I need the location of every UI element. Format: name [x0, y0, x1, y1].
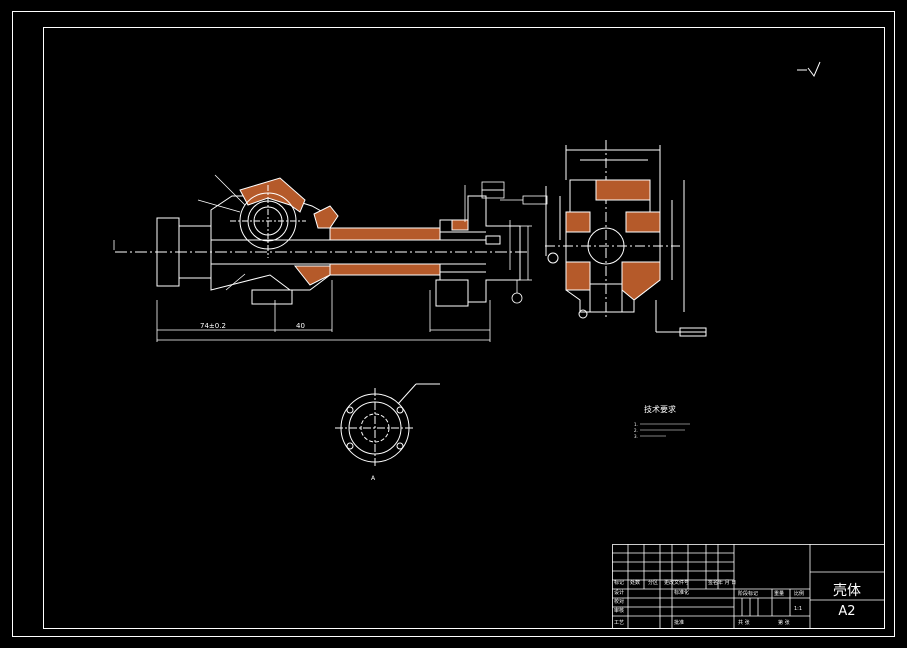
title-block: [612, 544, 885, 629]
tb-scale-value: 1:1: [794, 606, 802, 612]
tech-req-item-2: 2.: [634, 428, 638, 433]
dim-middle: 40: [296, 322, 305, 330]
tb-label-date: 年 月 日: [718, 579, 736, 586]
tb-weight-label: 重量: [774, 590, 784, 597]
main-view: [115, 177, 530, 307]
tb-row-check: 校对: [614, 598, 624, 605]
inner-border: [43, 27, 885, 629]
section-label: A: [371, 475, 376, 482]
part-title: 壳体: [833, 583, 861, 599]
tech-req-item-1: 1.: [634, 422, 638, 427]
tb-std-label: 标准化: [674, 589, 689, 596]
tb-label-count: 处数: [630, 579, 640, 586]
tb-scale-label: 比例: [794, 590, 804, 597]
tb-sheets-total: 共 张: [738, 619, 750, 626]
dim-overall-left: 74±0.2: [200, 322, 226, 330]
tb-label-mark: 标记: [614, 579, 624, 586]
outer-border: [12, 11, 895, 637]
side-view: [545, 140, 707, 337]
roughness-symbol: [797, 61, 821, 77]
tb-label-zone: 分区: [648, 579, 658, 586]
main-dimensions: [113, 174, 548, 342]
tb-row-process: 工艺: [614, 620, 624, 626]
tech-req-heading: 技术要求: [644, 404, 676, 414]
tb-row-design: 设计: [614, 589, 624, 596]
paper-size: A2: [838, 604, 856, 619]
tb-label-sign: 签名: [708, 579, 718, 586]
tb-row-review: 审核: [614, 607, 624, 614]
tech-req-lines: [640, 423, 690, 437]
circular-view: [335, 383, 440, 468]
tb-stage-label: 阶段标记: [738, 590, 758, 597]
tech-req-item-3: 3.: [634, 434, 638, 439]
tb-label-change: 更改文件号: [664, 579, 689, 586]
tb-sheet-num: 第 张: [778, 619, 790, 626]
tb-approve: 批准: [674, 619, 684, 626]
